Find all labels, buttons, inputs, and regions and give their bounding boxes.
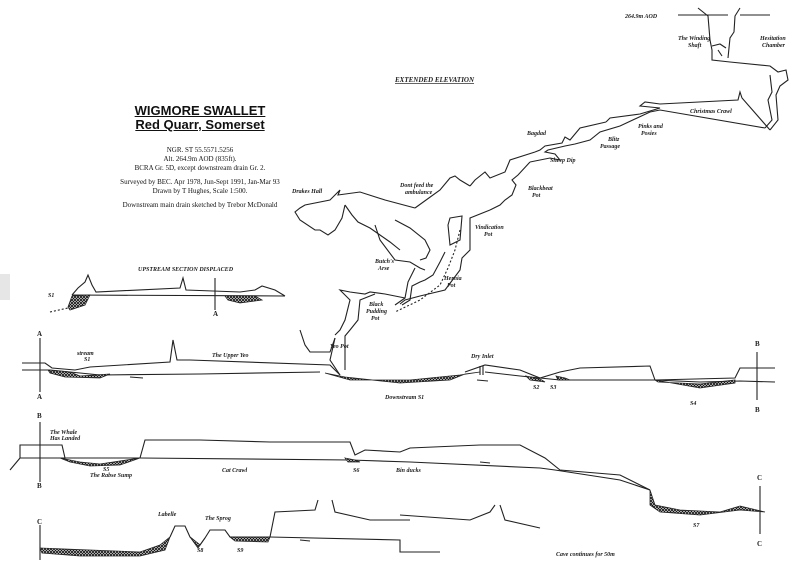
- extended-elevation-label: EXTENDED ELEVATION: [394, 76, 475, 84]
- label-s5: S5: [103, 467, 109, 473]
- label-yeo-pot: Yeo Pot: [330, 344, 349, 350]
- marker-b-left-top: B: [37, 412, 42, 420]
- passage-labels: 264.9m AOD The Winding Shaft Hesitation …: [48, 14, 786, 558]
- label-whale: The Whale: [50, 430, 77, 436]
- label-s7: S7: [693, 523, 700, 529]
- label-s3: S3: [550, 385, 556, 391]
- label-vindication-2: Pot: [484, 232, 493, 238]
- marker-c-left: C: [37, 518, 42, 526]
- section-b-c: [9, 422, 766, 534]
- title-block: WIGMORE SWALLET Red Quarr, Somerset: [60, 104, 340, 132]
- marker-b-left-bottom: B: [37, 482, 42, 490]
- survey-location: Red Quarr, Somerset: [135, 117, 265, 132]
- marker-c-right-top: C: [757, 474, 762, 482]
- label-black-pudding-3: Pot: [371, 316, 380, 322]
- label-cat-crawl: Cat Crawl: [222, 468, 248, 474]
- marker-b-right-bottom: B: [755, 406, 760, 414]
- label-vindication: Vindication: [475, 225, 504, 231]
- upstream-displaced-section: [49, 273, 286, 313]
- label-christmas-crawl: Christmas Crawl: [690, 109, 732, 115]
- label-hesitation: Hesitation: [759, 36, 786, 42]
- label-rabse-sump: The Rabse Sump: [90, 473, 132, 479]
- label-sprog: The Sprog: [205, 516, 231, 522]
- label-blackbeat: Blackbeat: [527, 186, 553, 192]
- section-c: [39, 499, 541, 560]
- label-whale-2: Has Landed: [49, 436, 81, 442]
- label-winding-shaft-2: Shaft: [688, 43, 702, 49]
- label-s2: S2: [533, 385, 539, 391]
- label-black-pudding-2: Pudding: [366, 309, 387, 315]
- label-bagdad: Bagdad: [526, 131, 547, 137]
- section-markers: A A A B B B B C C C: [37, 310, 762, 548]
- marker-b-right-top: B: [755, 340, 760, 348]
- label-s4: S4: [690, 401, 696, 407]
- ngr: NGR. ST 55.5571.5256: [166, 146, 234, 154]
- label-pinks-2: Posies: [641, 131, 657, 137]
- label-hernia-2: Pot: [447, 283, 456, 289]
- marker-a-bottom: A: [37, 393, 42, 401]
- section-a-b: [22, 338, 776, 400]
- label-dont-feed-2: ambulance: [405, 190, 433, 196]
- label-blitz: Blitz: [607, 137, 620, 143]
- survey-title: WIGMORE SWALLET: [134, 103, 266, 118]
- scan-artifact: [0, 274, 10, 300]
- label-hesitation-2: Chamber: [762, 43, 786, 49]
- bcra-grade: BCRA Gr. 5D, except downstream drain Gr.…: [134, 164, 266, 172]
- label-cave-continues: Cave continues for 50m: [556, 552, 615, 558]
- label-aod: 264.9m AOD: [624, 14, 658, 20]
- label-butchs-2: Arse: [377, 266, 390, 272]
- label-s9: S9: [237, 548, 243, 554]
- survey-info: NGR. ST 55.5571.5256 Alt. 264.9m AOD (83…: [60, 146, 340, 210]
- label-hernia: Hernia: [443, 276, 462, 282]
- label-pinks: Pinks and: [638, 124, 664, 130]
- label-dont-feed: Dont feed the: [399, 183, 434, 189]
- label-upstream-s1: stream: [76, 351, 94, 357]
- label-s1-upper: S1: [48, 293, 54, 299]
- label-s8: S8: [197, 548, 203, 554]
- label-drakes-hall: Drakes Hall: [291, 189, 323, 195]
- label-butchs: Butch's: [374, 259, 395, 265]
- label-labelle: Labelle: [157, 512, 177, 518]
- marker-a-top: A: [37, 330, 42, 338]
- altitude: Alt. 264.9m AOD (835ft).: [163, 155, 237, 163]
- label-sheep-dip: Sheep Dip: [550, 158, 576, 164]
- label-winding-shaft: The Winding: [678, 36, 710, 42]
- label-upstream-displaced: UPSTREAM SECTION DISPLACED: [138, 267, 234, 273]
- surveyed-by: Surveyed by BEC. Apr 1978, Jun-Sept 1991…: [120, 178, 280, 186]
- label-bin-ducks: Bin ducks: [395, 468, 422, 474]
- label-blackbeat-2: Pot: [532, 193, 541, 199]
- label-blitz-2: Passage: [600, 144, 620, 150]
- marker-c-right-bottom: C: [757, 540, 762, 548]
- label-dry-inlet: Dry Inlet: [470, 354, 494, 360]
- label-black-pudding: Black: [368, 302, 383, 308]
- label-upper-yeo: The Upper Yeo: [212, 353, 249, 359]
- label-s6: S6: [353, 468, 359, 474]
- sketched-by: Downstream main drain sketched by Trebor…: [122, 201, 278, 209]
- marker-a-upper: A: [213, 310, 218, 318]
- label-upstream-s1-2: S1: [84, 357, 90, 363]
- upper-series-passages: [294, 7, 789, 376]
- label-downstream-s1: Downstream S1: [384, 395, 424, 401]
- drawn-by: Drawn by T Hughes, Scale 1:500.: [152, 187, 248, 195]
